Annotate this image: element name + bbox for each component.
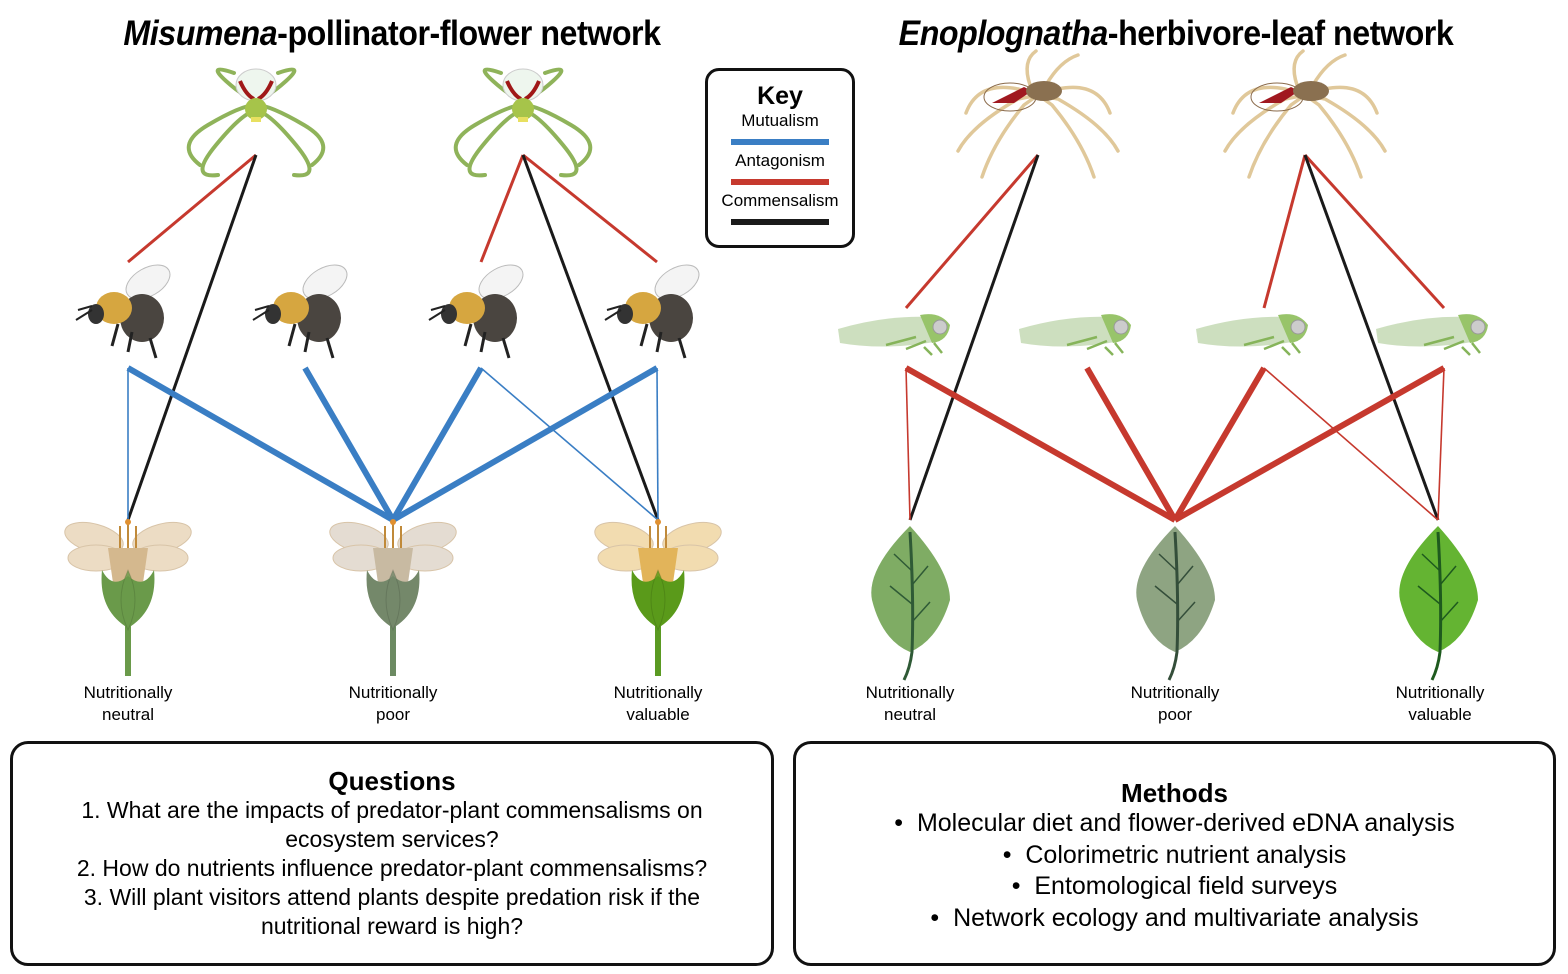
title-rest: -pollinator-flower network	[277, 14, 661, 53]
edge-antagonism-left-2	[479, 154, 525, 263]
question-1-line-1: 1. What are the impacts of predator-plan…	[81, 797, 703, 823]
bumblebee-icon	[75, 264, 171, 359]
edge-antagonism-right-5	[905, 367, 911, 521]
edge-commensalism-right-1	[908, 154, 1040, 521]
enoplognatha-spider-icon	[956, 49, 1120, 179]
bullet-icon: •	[1002, 840, 1012, 869]
edge-mutualism-left-6	[126, 365, 395, 523]
bullet-icon: •	[930, 903, 940, 932]
bullet-icon: •	[894, 809, 904, 837]
edge-mutualism-left-8	[390, 366, 484, 522]
enoplognatha-spider-icon	[1223, 49, 1387, 179]
method-item: • Network ecology and multivariate analy…	[930, 903, 1419, 932]
edge-antagonism-right-11	[1437, 367, 1445, 521]
edge-antagonism-right-0	[904, 154, 1040, 309]
question-1-line-2: ecosystem services?	[285, 826, 499, 852]
bullet-icon: •	[1011, 872, 1021, 900]
right-network-title: Enoplognatha-herbivore-leaf network	[815, 14, 1536, 54]
edge-mutualism-left-11	[656, 367, 659, 521]
bumblebee-icon	[604, 264, 700, 359]
method-item: • Entomological field surveys	[1011, 872, 1338, 900]
edge-antagonism-right-2	[1262, 154, 1307, 309]
edge-mutualism-left-10	[391, 365, 659, 523]
crab-spider-icon	[186, 67, 326, 178]
leaf-icon	[871, 526, 950, 681]
flower-icon	[329, 519, 457, 676]
edge-antagonism-right-6	[904, 365, 1177, 523]
legend-title: Key	[757, 82, 803, 110]
leafhopper-icon	[1196, 314, 1308, 356]
leafhopper-icon	[1376, 314, 1488, 356]
icons-layer	[64, 49, 1488, 681]
edge-antagonism-right-8	[1172, 366, 1267, 522]
title-genus: Misumena	[123, 14, 278, 53]
edge-commensalism-left-4	[521, 154, 660, 521]
legend-key: Key Mutualism Antagonism Commensalism	[705, 68, 855, 248]
leafhopper-icon	[1019, 314, 1131, 356]
question-2: 2. How do nutrients influence predator-p…	[76, 855, 708, 881]
edge-antagonism-left-0	[127, 153, 257, 264]
method-item: • Molecular diet and flower-derived eDNA…	[894, 809, 1455, 837]
title-genus: Enoplognatha	[898, 14, 1109, 53]
questions-box: Questions 1. What are the impacts of pre…	[10, 741, 774, 966]
bumblebee-icon	[252, 264, 348, 359]
edge-mutualism-left-7	[302, 366, 396, 522]
leafhopper-icon	[838, 314, 950, 356]
methods-title: Methods	[1121, 778, 1228, 808]
left-network-title: Misumena-pollinator-flower network	[31, 14, 752, 54]
leaf-icon	[1136, 526, 1215, 681]
edge-mutualism-left-9	[480, 367, 659, 521]
bumblebee-icon	[428, 264, 524, 359]
flower-icon	[64, 519, 192, 676]
methods-box: Methods • Molecular diet and flower-deri…	[793, 741, 1556, 966]
edge-antagonism-right-10	[1173, 365, 1446, 523]
method-item: • Colorimetric nutrient analysis	[1002, 840, 1347, 869]
question-3-line-2: nutritional reward is high?	[260, 913, 524, 939]
legend-swatch-commensalism	[731, 219, 829, 225]
edge-antagonism-right-7	[1084, 366, 1178, 522]
legend-swatch-mutualism	[731, 139, 829, 145]
flower-icon	[594, 519, 722, 676]
leaf-icon	[1399, 526, 1478, 681]
questions-title: Questions	[328, 766, 456, 796]
legend-label-antagonism: Antagonism	[735, 151, 825, 170]
edge-antagonism-left-3	[522, 153, 658, 264]
crab-spider-icon	[453, 67, 593, 178]
edge-commensalism-right-4	[1303, 154, 1440, 521]
question-3-line-1: 3. Will plant visitors attend plants des…	[83, 884, 701, 910]
edge-antagonism-right-3	[1303, 153, 1446, 310]
legend-label-commensalism: Commensalism	[721, 191, 839, 210]
title-rest: -herbivore-leaf network	[1107, 14, 1454, 53]
edge-commensalism-left-1	[126, 154, 258, 521]
legend-label-mutualism: Mutualism	[741, 111, 819, 130]
edge-antagonism-right-9	[1263, 367, 1439, 521]
edges-layer	[126, 153, 1446, 523]
legend-swatch-antagonism	[731, 179, 829, 185]
